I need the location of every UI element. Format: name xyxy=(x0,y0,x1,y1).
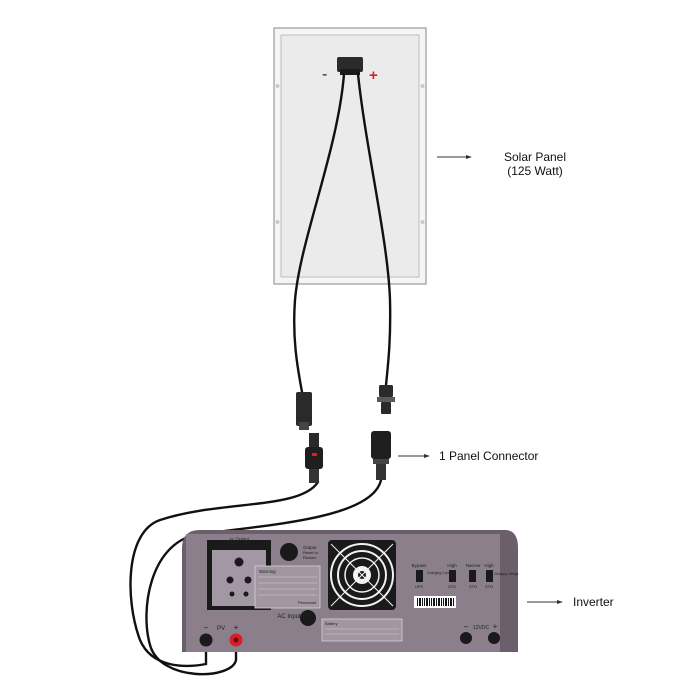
fan-strut xyxy=(330,543,394,607)
panel-rivet xyxy=(420,220,425,224)
switch-2-bottom: STD xyxy=(448,584,456,589)
ac-output-label: Ac Output xyxy=(229,537,250,542)
pv-positive-symbol: + xyxy=(234,623,239,632)
warning-plate xyxy=(254,565,321,609)
switch-4-side: Charging Voltage xyxy=(494,572,519,576)
pv-label: PV xyxy=(217,626,225,632)
mc4-male-negative-tail xyxy=(309,469,319,483)
connector-callout: 1 Panel Connector xyxy=(439,449,539,463)
cable-panel-positive xyxy=(356,72,392,387)
switch-1-top: Bypass xyxy=(412,563,428,568)
inverter: Ac Output 210-250V T10% Output Reset to … xyxy=(182,530,519,652)
cables xyxy=(129,72,392,676)
ac-input-label: AC Input xyxy=(277,614,301,620)
ac-output-spec: 210-250V T10% xyxy=(225,542,254,547)
panel-surface xyxy=(280,34,420,278)
switch-panel: Bypass UPS Charging Current High STD Nar… xyxy=(412,563,519,589)
switch-4 xyxy=(486,570,493,582)
mc4-male-positive-body xyxy=(379,385,393,397)
dc-negative-terminal xyxy=(460,632,472,644)
junction-box-base xyxy=(340,69,360,75)
panel-negative-symbol: - xyxy=(322,66,327,83)
switch-4-top: High xyxy=(484,563,494,568)
switch-2-top: High xyxy=(447,563,457,568)
output-reset-label: Output xyxy=(303,545,317,550)
warning-label: Warning xyxy=(259,569,276,574)
ac-input-port xyxy=(300,610,316,626)
panel-rivet xyxy=(275,84,280,88)
solar-panel-name: Solar Panel xyxy=(503,150,567,164)
socket-hole-bottom-left xyxy=(229,591,235,597)
pv-negative-symbol: – xyxy=(204,623,209,632)
mc4-male-negative-body xyxy=(305,447,323,469)
dc-positive-symbol: + xyxy=(493,622,498,631)
cable-to-pv-negative xyxy=(129,480,320,668)
solar-panel-spec: (125 Watt) xyxy=(507,164,563,178)
dc-positive-terminal xyxy=(488,632,500,644)
switch-3-top: Narrow xyxy=(466,563,481,568)
cable-to-pv-positive xyxy=(145,478,383,676)
switch-1-bottom: UPS xyxy=(415,584,424,589)
mc4-female-positive-body xyxy=(371,431,391,459)
pv-negative-terminal xyxy=(199,633,213,647)
switch-4-bottom: STD xyxy=(485,584,493,589)
battery-label: Battery xyxy=(325,621,338,626)
switch-1 xyxy=(416,570,423,582)
mc4-female-positive-tail xyxy=(376,464,386,480)
switch-2 xyxy=(449,570,456,582)
switch-1-side: Charging Current xyxy=(427,571,454,575)
fan-ring-inner xyxy=(344,557,380,593)
dc-negative-symbol: – xyxy=(464,622,469,631)
callout-arrows xyxy=(398,155,563,604)
mc4-male-negative-tip xyxy=(309,433,319,447)
mc4-male-positive-pin xyxy=(381,402,391,414)
cooling-fan xyxy=(328,540,396,610)
socket-hole-left xyxy=(226,576,234,584)
switch-3 xyxy=(469,570,476,582)
panel-positive-symbol: + xyxy=(369,67,378,84)
inverter-connectors xyxy=(305,431,391,483)
switch-3-bottom: STD xyxy=(469,584,477,589)
output-reset-button xyxy=(280,543,298,561)
arrow-inverter-head xyxy=(557,600,563,604)
battery-plate xyxy=(321,618,403,642)
panel-rivet xyxy=(275,220,280,224)
solar-panel: - + xyxy=(273,27,427,285)
mc4-female-negative xyxy=(296,392,312,426)
barcode-sticker xyxy=(414,596,456,608)
mc4-female-negative-cap xyxy=(299,422,309,430)
dc-label: 12VDC xyxy=(473,625,490,631)
arrow-solar-panel-head xyxy=(466,155,472,159)
fan-ring-mid xyxy=(337,550,387,600)
panel-rivet xyxy=(420,84,425,88)
inverter-callout: Inverter xyxy=(573,595,614,609)
mc4-negative-red-band xyxy=(312,453,317,456)
personnel-label: Personnel xyxy=(298,600,316,605)
fan-ring-outer xyxy=(330,543,394,607)
socket-hole-top xyxy=(234,557,244,567)
arrow-connector-head xyxy=(424,454,430,458)
output-reset-label-2: Reset to xyxy=(303,550,319,555)
solar-panel-callout: Solar Panel (125 Watt) xyxy=(490,150,580,178)
barcode-bars xyxy=(417,598,454,606)
mc4-male-positive-ring xyxy=(377,397,395,402)
cable-panel-negative xyxy=(292,72,346,394)
socket-hole-bottom-right xyxy=(243,591,249,597)
socket-hole-right xyxy=(244,576,252,584)
pv-positive-terminal-center xyxy=(233,637,239,643)
output-reset-label-3: Restart xyxy=(303,555,317,560)
junction-box xyxy=(337,57,363,72)
mc4-female-positive-ring xyxy=(373,459,389,464)
panel-connectors xyxy=(296,385,395,430)
